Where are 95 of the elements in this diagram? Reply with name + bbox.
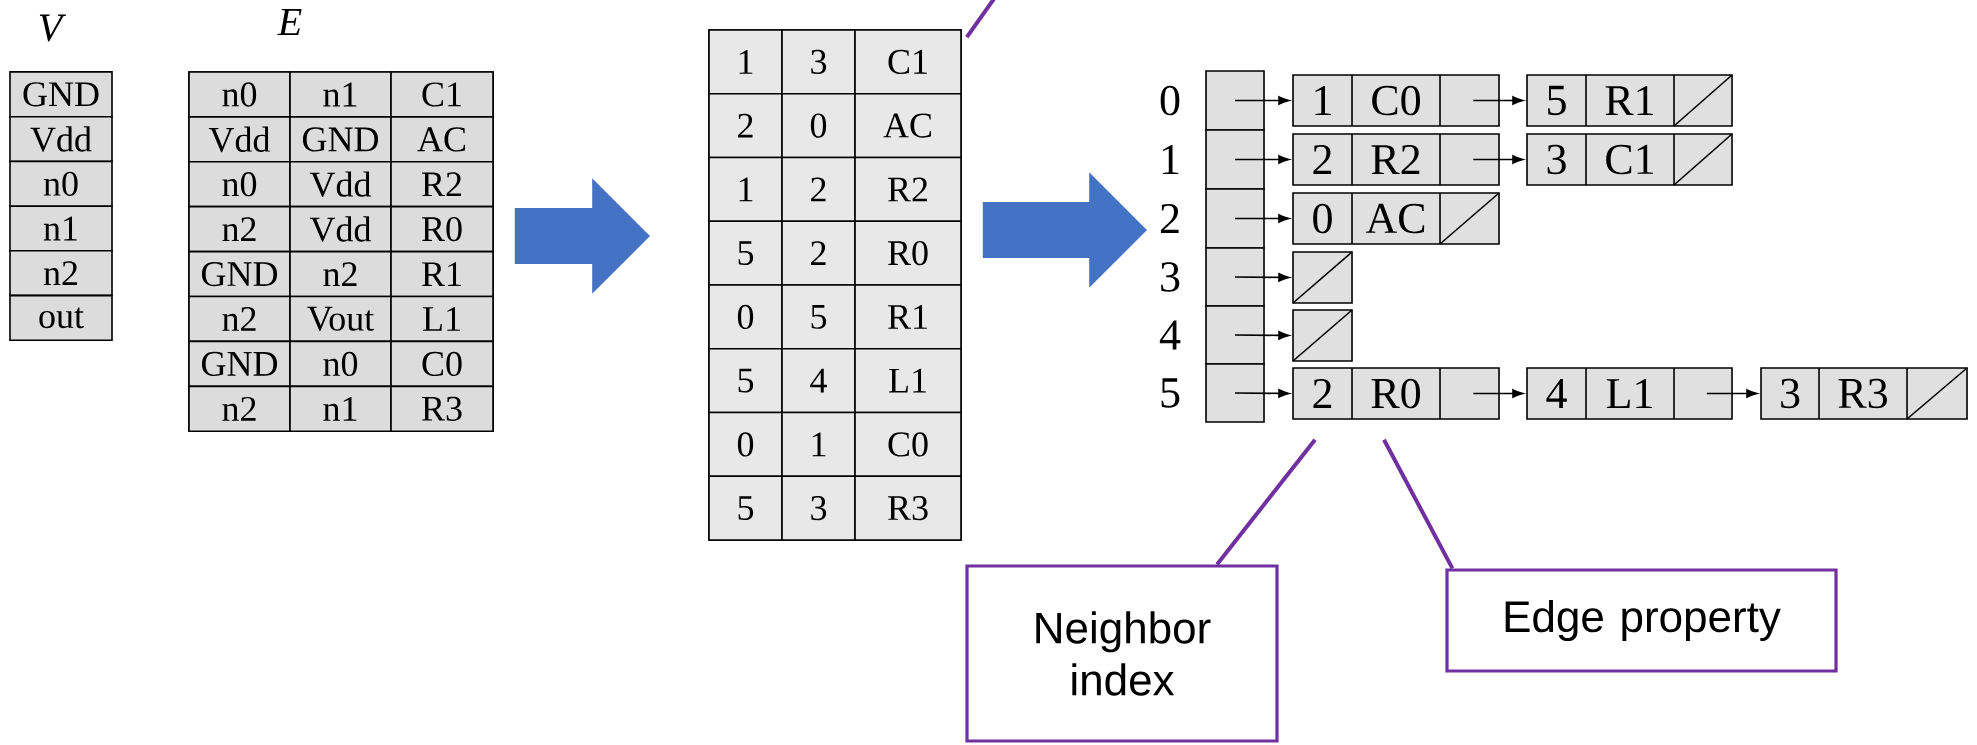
table-cell: Vdd (188, 116, 291, 163)
arrow (1472, 96, 1524, 105)
table-heading: E (277, 8, 302, 36)
table-cell: C0 (854, 411, 962, 478)
table-cell: GND (188, 340, 291, 388)
table-cell: 0 (708, 284, 783, 350)
table (188, 71, 494, 432)
table-cell: n2 (289, 250, 392, 298)
table-heading: V (39, 14, 67, 42)
table-cell: R1 (390, 250, 494, 298)
table-cell: R3 (854, 475, 962, 541)
table-cell: L1 (390, 295, 494, 343)
table-cell: n0 (188, 71, 291, 118)
null-box (1292, 251, 1353, 304)
arrow (1234, 155, 1290, 164)
list-node: 2 R0 (1292, 367, 1500, 420)
table-cell: Vout (289, 295, 392, 343)
table-cell: R2 (390, 161, 494, 208)
arrow (1234, 96, 1290, 105)
null-box (1292, 309, 1353, 362)
table-cell: 2 (708, 92, 783, 159)
table-cell: GND (9, 71, 113, 118)
table-cell: 1 (781, 411, 856, 478)
leader-line (1382, 438, 1455, 570)
table-cell: L1 (854, 347, 962, 414)
array-cell (1205, 247, 1265, 307)
row-number: 5 (1161, 378, 1180, 408)
table-cell: GND (188, 250, 291, 298)
list-node: 4 L1 (1526, 367, 1733, 420)
table-cell: 5 (708, 475, 783, 541)
arrow (1472, 155, 1524, 164)
table-cell: 5 (708, 220, 783, 286)
table-cell: C1 (390, 71, 494, 118)
list-node: 1 C0 (1292, 74, 1500, 127)
table-cell: AC (854, 92, 962, 159)
table-cell: n1 (289, 71, 392, 118)
array-cell (1205, 188, 1265, 249)
table-cell: 5 (781, 284, 856, 350)
arrow (1706, 389, 1758, 398)
table-cell: n0 (289, 340, 392, 388)
table-cell: R1 (854, 284, 962, 350)
leader-line (965, 0, 998, 39)
table-cell: n2 (9, 250, 113, 297)
table-cell: 5 (708, 347, 783, 414)
callout-box: Neighbor index (965, 564, 1279, 743)
table-cell: n0 (188, 161, 291, 208)
table-cell: Vdd (289, 161, 392, 208)
table-cell: n2 (188, 205, 291, 253)
table-cell: 1 (708, 156, 783, 223)
list-node: 2 R2 (1292, 133, 1500, 186)
row-number: 2 (1160, 203, 1179, 234)
row-number: 4 (1159, 320, 1181, 350)
table-cell: R0 (854, 220, 962, 286)
table (708, 29, 962, 541)
arrow (1472, 389, 1524, 398)
list-node: 5 R1 (1526, 74, 1733, 127)
arrow (1234, 214, 1290, 223)
table-cell: 4 (781, 347, 856, 414)
array-cell (1205, 305, 1265, 365)
arrow (1234, 272, 1290, 282)
array-cell (1205, 363, 1265, 423)
list-node: 0 AC (1292, 192, 1500, 245)
table-cell: AC (390, 116, 494, 163)
leader-line (1215, 438, 1317, 566)
list-node: 3 C1 (1526, 133, 1733, 186)
table-cell: out (9, 294, 113, 341)
table-cell: R2 (854, 156, 962, 223)
array-cell (1205, 129, 1265, 190)
arrow (1234, 330, 1290, 340)
table-cell: C0 (390, 340, 494, 388)
table-cell: 2 (781, 220, 856, 286)
table-cell: n2 (188, 385, 291, 432)
callout-box: Edge property (1445, 568, 1838, 673)
table-cell: n2 (188, 295, 291, 343)
table-cell: 3 (781, 475, 856, 541)
table-cell: C1 (854, 29, 962, 95)
array-cell (1205, 70, 1265, 131)
table-cell: n0 (9, 160, 113, 207)
table-cell: 0 (781, 92, 856, 159)
table-cell: 3 (781, 29, 856, 95)
table-cell: 1 (708, 29, 783, 95)
table-cell: n1 (289, 385, 392, 432)
table-cell: Vdd (289, 205, 392, 253)
list-node: 3 R3 (1760, 367, 1968, 420)
table-cell: R3 (390, 385, 494, 432)
table-cell: n1 (9, 205, 113, 252)
table-cell: Vdd (9, 115, 113, 163)
table-cell: 2 (781, 156, 856, 223)
row-number: 0 (1160, 85, 1180, 116)
row-number: 1 (1162, 145, 1179, 175)
table-cell: 0 (708, 411, 783, 478)
table-cell: R0 (390, 205, 494, 253)
arrow (1234, 388, 1290, 398)
row-number: 3 (1161, 262, 1180, 292)
table-cell: GND (289, 116, 392, 163)
